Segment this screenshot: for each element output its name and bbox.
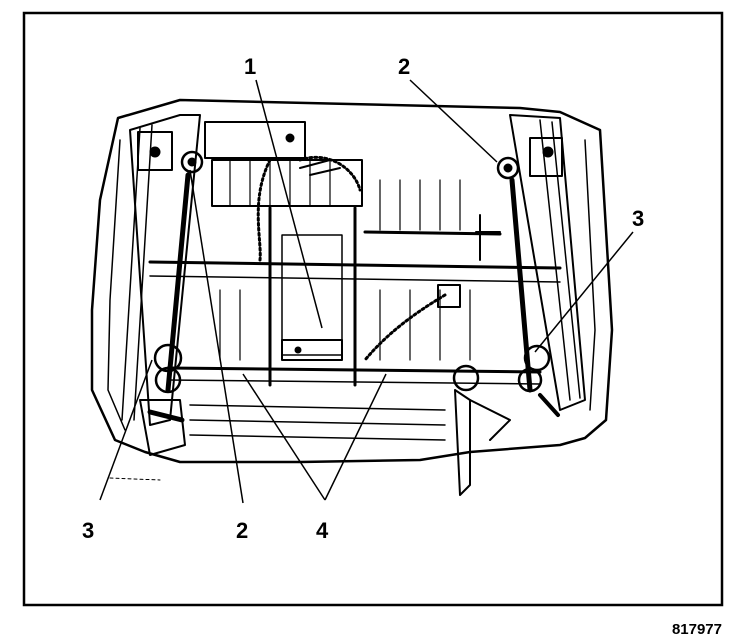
left-drive-cable [165,172,191,393]
front-motor-bracket [454,389,471,496]
right-bracket-bolt [542,146,554,158]
right-track-bracket [529,137,563,177]
callout-3-right: 3 [632,206,645,231]
leader-2-top [409,79,498,163]
left-track-bracket [137,131,173,171]
top-cross-bracket [204,121,306,159]
leader-3-right [534,231,634,353]
right-drive-cable [509,177,533,393]
motor-housing [211,159,363,207]
center-front-motor [452,364,480,392]
cushion-left-edge [107,139,126,431]
figure-number: 817977 [671,621,722,638]
callout-4: 4 [316,518,329,543]
wiring-harness-left [256,158,272,262]
left-drive-motor [180,150,204,174]
callout-2-bottom: 2 [236,518,249,543]
leader-1 [255,79,323,329]
leader-2-bottom [189,169,244,504]
right-drive-motor [496,156,520,180]
callout-3-left: 3 [82,518,95,543]
right-seat-track [509,114,586,411]
left-motor-bracket [139,399,186,456]
cushion-right-edge [584,139,596,411]
callout-2-top: 2 [398,54,411,79]
diagram-border [22,11,724,607]
upper-cross-rod [363,230,502,236]
seat-track-assembly [90,98,614,496]
callout-1: 1 [244,54,257,79]
leader-4b [324,373,387,501]
left-front-motor [153,343,183,373]
leader-4a [242,373,326,501]
leader-3-left [99,359,153,501]
wiring-harness-right [363,293,447,362]
wiring-connector [437,284,461,308]
center-frame-panel [281,234,343,356]
callout-leaders [99,79,634,504]
left-bracket-bolt [149,146,161,158]
